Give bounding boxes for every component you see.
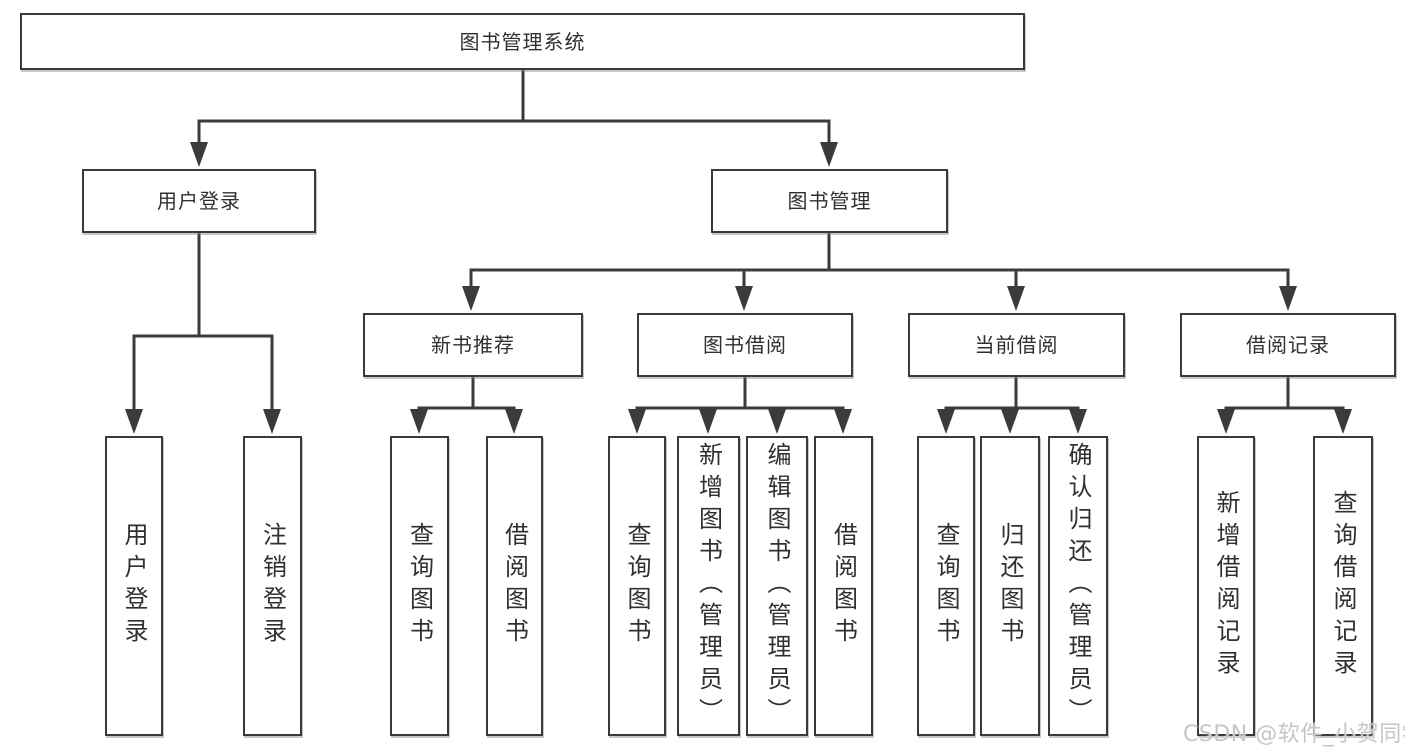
arrow-down-icon xyxy=(699,409,717,434)
arrow-down-icon xyxy=(1001,409,1019,434)
arrow-down-icon xyxy=(628,409,646,434)
node-leaf-login: 用户登录 xyxy=(105,436,163,736)
node-current-borrow: 当前借阅 xyxy=(908,313,1125,377)
arrow-down-icon xyxy=(768,409,786,434)
node-leaf-borrow-books: 借阅图书 xyxy=(814,436,873,736)
node-leaf-logout: 注销登录 xyxy=(243,436,302,736)
connector-path xyxy=(417,406,516,412)
node-leaf-confirm-return-admin: 确认归还（管理员） xyxy=(1048,436,1108,736)
node-user-login: 用户登录 xyxy=(82,169,316,233)
arrow-down-icon xyxy=(410,409,428,434)
node-borrow-records: 借阅记录 xyxy=(1180,313,1396,377)
node-leaf-borrow-books-recommend: 借阅图书 xyxy=(486,436,543,736)
connector-path xyxy=(132,334,274,412)
arrow-down-icon xyxy=(820,142,838,167)
node-leaf-add-books-admin: 新增图书（管理员） xyxy=(677,436,740,736)
node-root: 图书管理系统 xyxy=(20,13,1025,70)
connector-path xyxy=(635,406,845,412)
arrow-down-icon xyxy=(1279,286,1297,311)
arrow-down-icon xyxy=(937,409,955,434)
node-book-borrow: 图书借阅 xyxy=(637,313,853,377)
arrow-down-icon xyxy=(1069,409,1087,434)
arrow-down-icon xyxy=(834,409,852,434)
arrow-down-icon xyxy=(735,286,753,311)
connector-path xyxy=(469,268,1290,290)
node-leaf-query-books-borrow: 查询图书 xyxy=(608,436,666,736)
arrow-down-icon xyxy=(1217,409,1235,434)
arrow-down-icon xyxy=(505,409,523,434)
arrow-down-icon xyxy=(190,142,208,167)
node-new-book-recommend: 新书推荐 xyxy=(363,313,583,377)
node-leaf-add-borrow-record: 新增借阅记录 xyxy=(1197,436,1255,736)
node-leaf-query-books-current: 查询图书 xyxy=(917,436,975,736)
arrow-down-icon xyxy=(125,409,143,434)
node-leaf-query-books-recommend: 查询图书 xyxy=(390,436,449,736)
arrow-down-icon xyxy=(1007,286,1025,311)
node-leaf-edit-books-admin: 编辑图书（管理员） xyxy=(746,436,808,736)
connector-path xyxy=(944,406,1080,412)
connector-path xyxy=(1224,406,1345,412)
arrow-down-icon xyxy=(263,409,281,434)
arrow-down-icon xyxy=(462,286,480,311)
arrow-down-icon xyxy=(1334,409,1352,434)
connector-path xyxy=(197,119,831,146)
node-book-management: 图书管理 xyxy=(711,169,948,233)
node-leaf-return-books: 归还图书 xyxy=(980,436,1040,736)
node-leaf-query-borrow-record: 查询借阅记录 xyxy=(1313,436,1373,736)
watermark: CSDN @软件_小贺同学 xyxy=(1183,722,1405,747)
